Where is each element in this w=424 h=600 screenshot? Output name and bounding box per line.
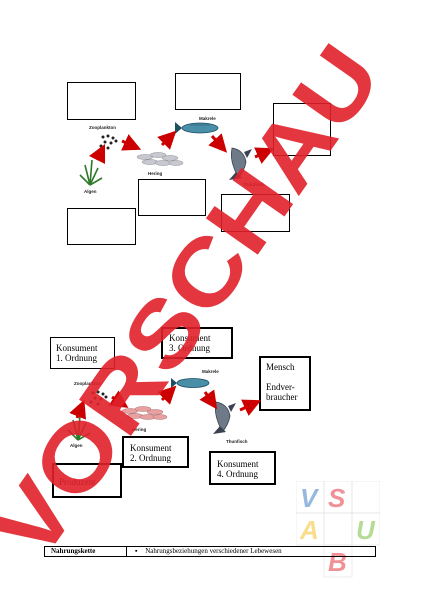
food-chain-arrows-top	[88, 130, 275, 165]
empty-box-makrele[interactable]	[175, 73, 241, 110]
definition-text: Nahrungsbeziehungen verschiedener Lebewe…	[145, 547, 282, 555]
logo-letter-s: S	[328, 483, 346, 513]
definition-bullet: ▪	[135, 547, 138, 555]
box-konsument-4-text: Konsument 4. Ordnung	[217, 459, 259, 479]
definition-text-wrap: ▪ Nahrungsbeziehungen verschiedener Lebe…	[127, 547, 282, 556]
mackerel-icon-2	[171, 378, 210, 388]
label-zooplankton-2: Zooplankton	[74, 381, 101, 386]
label-algen: Algen	[84, 189, 97, 194]
definition-row: Nahrungskette ▪ Nahrungsbeziehungen vers…	[44, 546, 376, 557]
food-chain-arrows-bottom	[69, 385, 262, 420]
algae-icon	[79, 159, 103, 186]
logo-letter-v: V	[300, 483, 320, 513]
empty-box-hering[interactable]	[138, 179, 206, 216]
box-konsument-3-text: Konsument 3. Ordnung	[169, 333, 211, 353]
definition-term: Nahrungskette	[45, 547, 127, 556]
logo-letter-a: A	[299, 515, 319, 545]
mackerel-icon	[175, 122, 219, 134]
label-thunfisch-2: Thunfisch	[226, 439, 248, 444]
box-mensch[interactable]: Mensch Endver- braucher	[259, 356, 311, 411]
box-konsument-2[interactable]: Konsument 2. Ordnung	[122, 436, 189, 468]
label-algen-2: Algen	[70, 443, 83, 448]
box-konsument-3[interactable]: Konsument 3. Ordnung	[161, 327, 233, 359]
vsa-logo: V S A U B	[296, 481, 380, 579]
box-produzent[interactable]: Produzent	[52, 463, 122, 498]
herring-school-icon-2	[121, 406, 168, 420]
empty-box-bottom-right[interactable]	[221, 194, 290, 232]
logo-letter-b: B	[328, 547, 347, 577]
tuna-icon-2	[213, 401, 236, 434]
label-zooplankton: Zooplankton	[89, 125, 116, 130]
box-konsument-2-text: Konsument 2. Ordnung	[130, 443, 172, 463]
empty-box-algen[interactable]	[67, 208, 136, 245]
empty-box-thunfisch[interactable]	[273, 103, 331, 156]
box-konsument-1-text: Konsument 1. Ordnung	[56, 343, 98, 363]
label-hering: Hering	[148, 171, 163, 176]
box-konsument-1[interactable]: Konsument 1. Ordnung	[50, 337, 115, 369]
label-makrele: Makrele	[199, 116, 216, 121]
label-hering-2: Hering	[132, 427, 147, 432]
herring-school-icon	[136, 152, 184, 166]
zooplankton-icon-2	[89, 390, 108, 406]
empty-box-zooplankton[interactable]	[67, 82, 136, 120]
box-mensch-text: Mensch Endver- braucher	[266, 362, 298, 402]
algae-icon-2	[67, 414, 91, 441]
logo-letter-u: U	[356, 515, 376, 545]
box-konsument-4[interactable]: Konsument 4. Ordnung	[209, 451, 276, 485]
tuna-icon	[229, 147, 252, 180]
zooplankton-icon	[99, 134, 118, 150]
label-thunfisch: Thunfisch	[243, 182, 265, 187]
box-produzent-text: Produzent	[59, 477, 96, 487]
label-makrele-2: Makrele	[202, 369, 219, 374]
vsa-logo-graphic: V S A U B	[296, 481, 380, 578]
